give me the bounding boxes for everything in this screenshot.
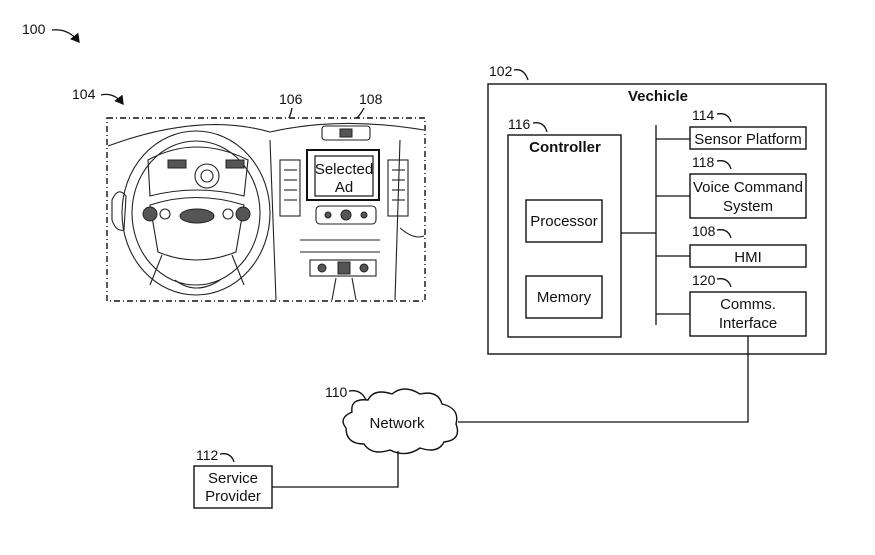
comms-interface-label-2: Interface <box>719 315 777 332</box>
processor-label: Processor <box>530 213 598 230</box>
network-ref-110: 110 <box>325 384 367 401</box>
memory-label: Memory <box>537 289 592 306</box>
sensor-platform-box <box>689 126 807 150</box>
svg-text:120: 120 <box>692 272 716 288</box>
network-label: Network <box>369 415 425 432</box>
controller-ref-116: 116 <box>508 116 548 133</box>
svg-text:118: 118 <box>692 154 715 170</box>
comms-ref-120: 120 <box>692 272 732 288</box>
provider-ref-112: 112 <box>196 447 235 463</box>
memory-box <box>525 275 603 319</box>
comms-network-link <box>458 336 749 423</box>
comms-interface-box <box>689 291 807 337</box>
controller-title: Controller <box>529 139 601 156</box>
hmi-label: HMI <box>734 249 762 266</box>
voice-ref-118: 118 <box>692 154 732 170</box>
voice-command-box <box>689 173 807 219</box>
svg-text:Selected: Selected <box>315 161 373 178</box>
network-provider-link <box>272 451 399 488</box>
svg-text:114: 114 <box>692 107 715 123</box>
comms-interface-label-1: Comms. <box>720 296 776 313</box>
svg-text:104: 104 <box>72 86 96 102</box>
service-provider-box <box>193 465 273 509</box>
selected-ad-display: Selected Ad <box>315 161 373 196</box>
dashboard-ref-104: 104 <box>72 86 124 106</box>
svg-text:108: 108 <box>359 91 383 107</box>
processor-box <box>525 199 603 243</box>
vehicle-title: Vechicle <box>628 88 688 105</box>
svg-text:108: 108 <box>692 223 716 239</box>
service-provider-label-2: Provider <box>205 488 261 505</box>
svg-text:110: 110 <box>325 384 348 400</box>
service-provider-label-1: Service <box>208 470 258 487</box>
network-cloud <box>342 388 459 455</box>
svg-text:112: 112 <box>196 447 219 463</box>
voice-command-label-2: System <box>723 198 773 215</box>
svg-text:116: 116 <box>508 116 531 132</box>
svg-text:102: 102 <box>489 63 513 79</box>
svg-text:100: 100 <box>22 21 46 37</box>
vehicle-ref-102: 102 <box>489 63 529 81</box>
sensor-platform-label: Sensor Platform <box>694 131 802 148</box>
dashboard-illustration <box>106 117 426 302</box>
svg-text:106: 106 <box>279 91 303 107</box>
figure-ref-100: 100 <box>22 21 80 44</box>
voice-command-label-1: Voice Command <box>693 179 803 196</box>
hmi-box <box>689 244 807 268</box>
svg-text:Ad: Ad <box>335 179 353 196</box>
sensor-ref-114: 114 <box>692 107 732 123</box>
hmi-ref-108: 108 <box>692 223 732 239</box>
